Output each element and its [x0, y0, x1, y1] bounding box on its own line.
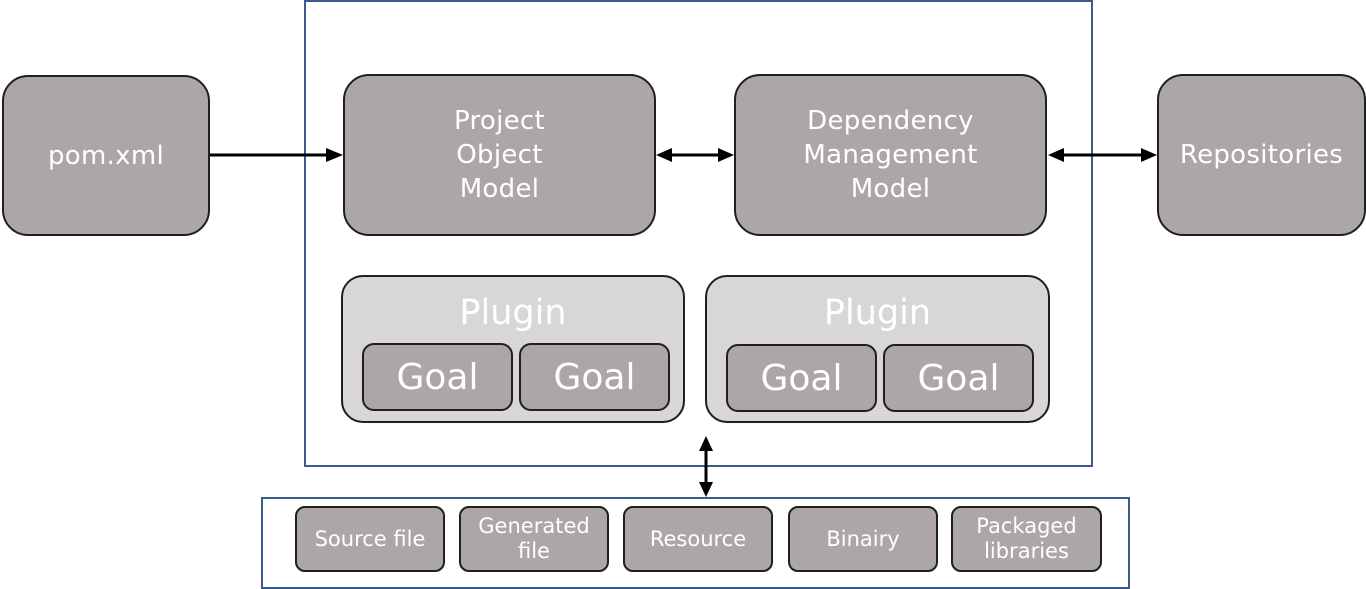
arrow-dependency-model-repositories — [1048, 148, 1157, 162]
resource-binairy: Binairy — [788, 506, 938, 572]
dependency-management-model-node: Dependency Management Model — [734, 74, 1047, 236]
goal-box: Goal — [519, 343, 670, 411]
repositories-node: Repositories — [1157, 74, 1366, 236]
pom-xml-node: pom.xml — [2, 75, 210, 236]
goal-box: Goal — [726, 344, 877, 412]
resource-source-file: Source file — [295, 506, 445, 572]
resource-packaged-libraries: Packaged libraries — [951, 506, 1102, 572]
arrow-plugins-resources — [699, 436, 713, 497]
goal-box: Goal — [883, 344, 1034, 412]
arrow-pom-to-project-model — [210, 148, 343, 162]
project-object-model-node: Project Object Model — [343, 74, 656, 236]
goal-box: Goal — [362, 343, 513, 411]
maven-core-frame — [304, 0, 1093, 467]
resource-generated-file: Generated file — [459, 506, 609, 572]
plugin-label: Plugin — [459, 293, 567, 333]
resource-resource: Resource — [623, 506, 773, 572]
arrow-project-model-dependency-model — [656, 148, 734, 162]
plugin-label: Plugin — [823, 293, 932, 333]
plugin-box-2: Plugin Goal Goal — [705, 275, 1050, 423]
plugin-box-1: Plugin Goal Goal — [341, 275, 685, 423]
